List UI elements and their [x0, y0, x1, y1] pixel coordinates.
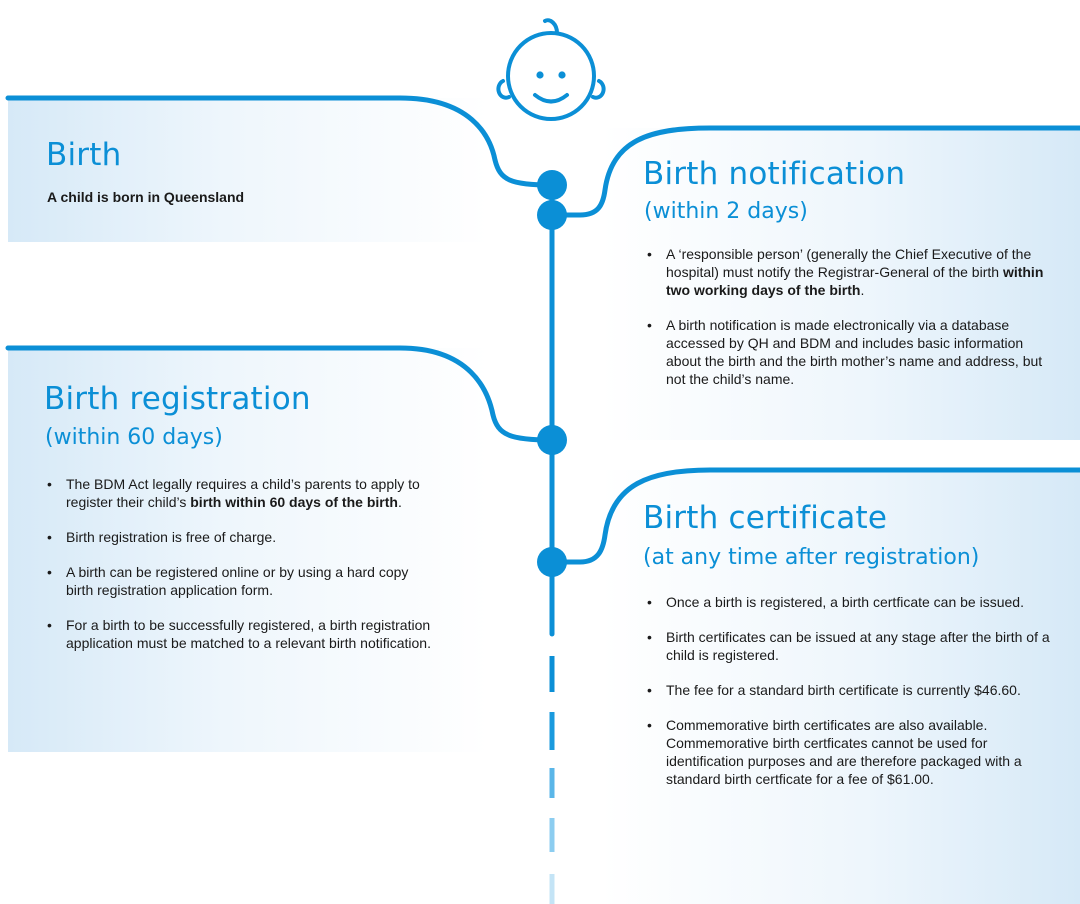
list-item: Commemorative birth certificates are als… — [642, 716, 1067, 788]
registration-title: Birth registration — [44, 381, 311, 417]
certificate-subtitle: (at any time after registration) — [643, 545, 980, 570]
notification-subtitle: (within 2 days) — [644, 199, 808, 224]
list-item: For a birth to be successfully registere… — [42, 616, 432, 652]
birth-panel — [8, 98, 488, 242]
list-item: A ‘responsible person’ (generally the Ch… — [642, 245, 1062, 299]
list-item: Once a birth is registered, a birth cert… — [642, 593, 1067, 611]
birth-description: A child is born in Queensland — [47, 189, 245, 205]
notification-bullets: A ‘responsible person’ (generally the Ch… — [642, 245, 1062, 405]
birth-title: Birth — [46, 137, 122, 173]
list-item: The BDM Act legally requires a child’s p… — [42, 475, 432, 511]
registration-panel — [8, 348, 488, 752]
list-item: A birth notification is made electronica… — [642, 316, 1062, 388]
registration-bullets: The BDM Act legally requires a child’s p… — [42, 475, 432, 669]
list-item: The fee for a standard birth certificate… — [642, 681, 1067, 699]
list-item: Birth certificates can be issued at any … — [642, 628, 1067, 664]
notification-title: Birth notification — [643, 156, 906, 192]
registration-subtitle: (within 60 days) — [45, 425, 223, 450]
baby-face-icon — [496, 18, 606, 121]
certificate-bullets: Once a birth is registered, a birth cert… — [642, 593, 1067, 805]
certificate-title: Birth certificate — [643, 500, 888, 536]
list-item: Birth registration is free of charge. — [42, 528, 432, 546]
list-item: A birth can be registered online or by u… — [42, 563, 432, 599]
